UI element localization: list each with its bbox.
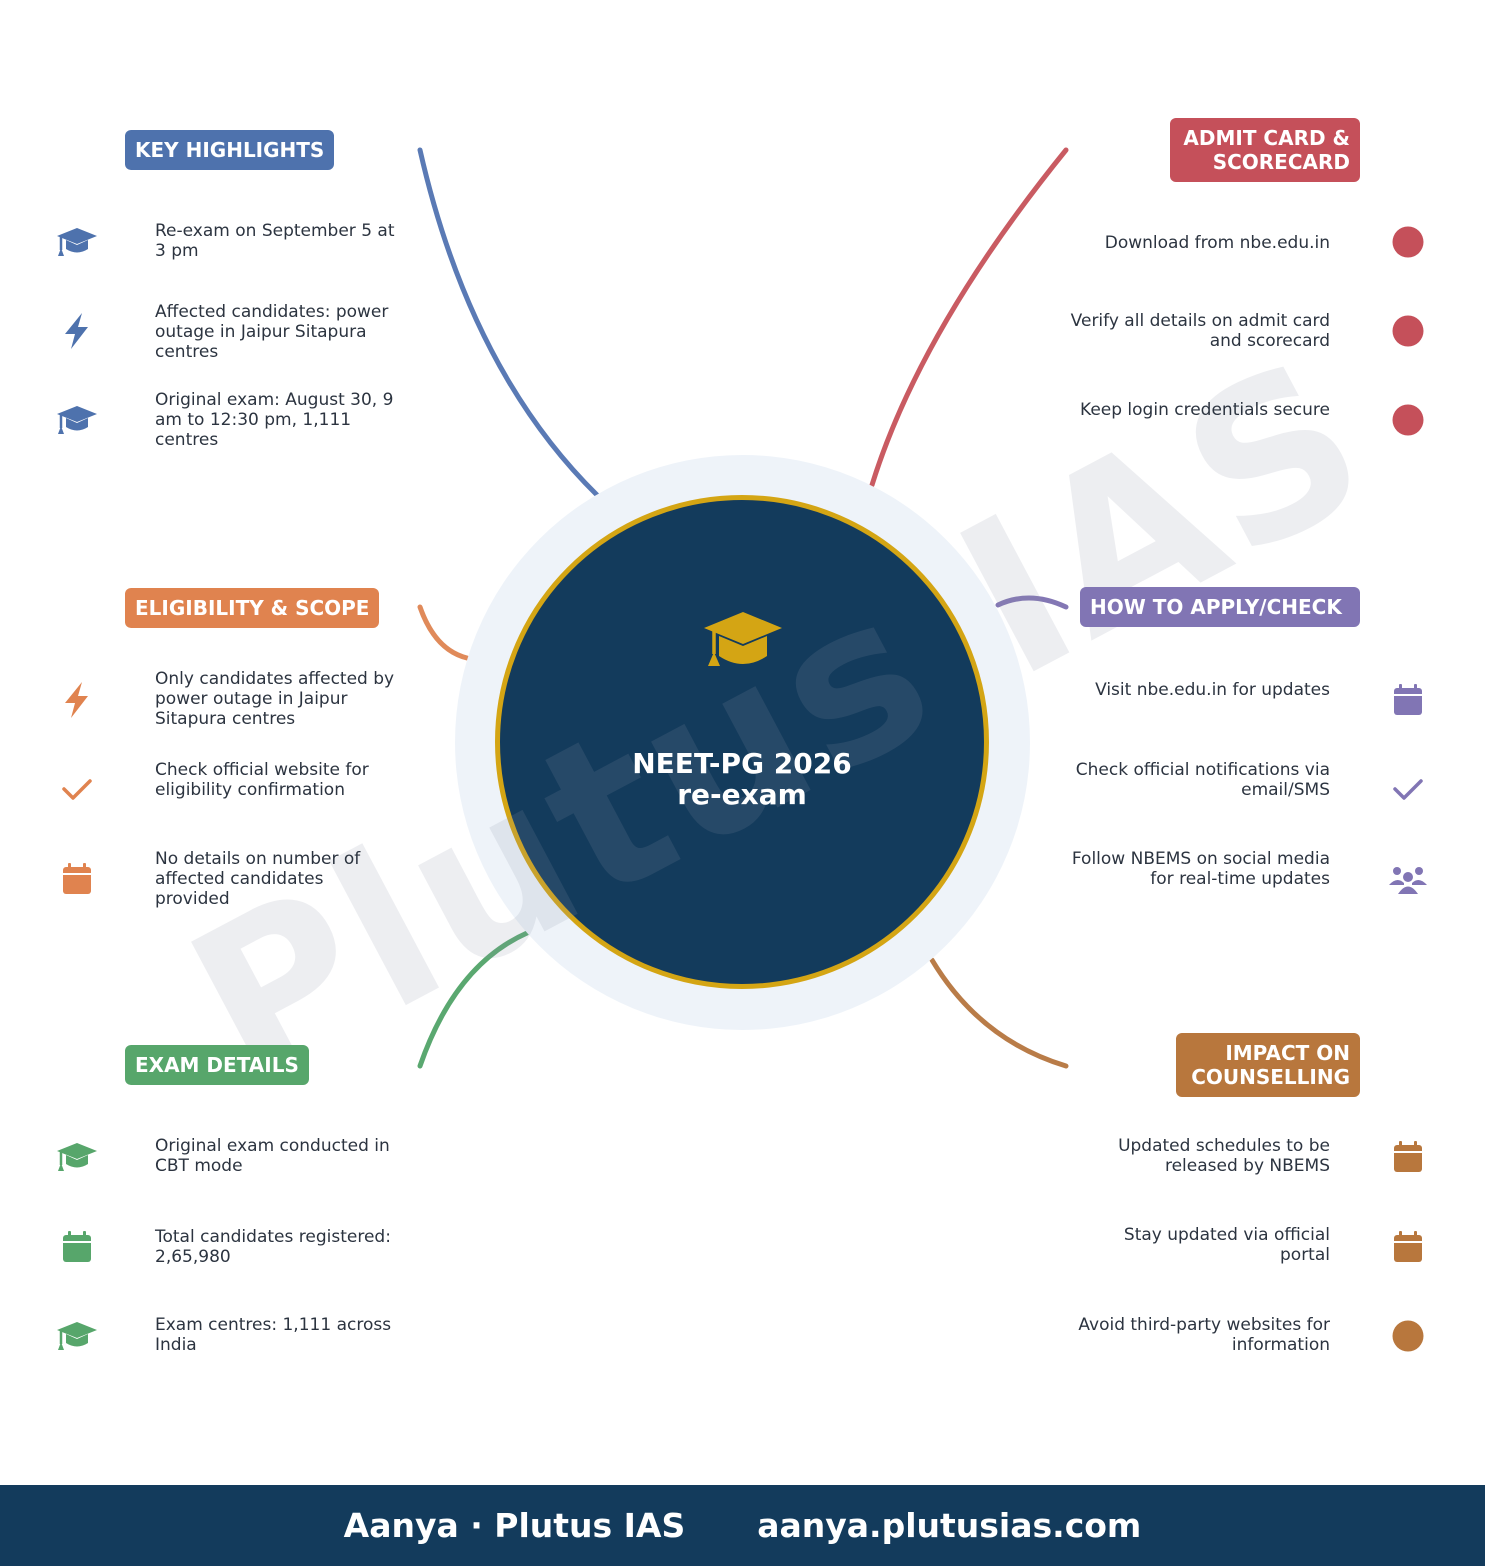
checkmark-icon	[1386, 767, 1430, 811]
list-item: Total candidates registered: 2,65,980	[155, 1227, 391, 1267]
category-eligibility: ELIGIBILITY & SCOPE	[125, 588, 380, 628]
lightning-bolt-icon	[55, 309, 99, 353]
circle-dot-icon	[1386, 398, 1430, 442]
list-item: Check official notifications via email/S…	[1075, 760, 1330, 800]
connector-impact	[929, 957, 1069, 1069]
graduation-cap-icon	[55, 398, 99, 442]
category-exam-details-label: EXAM DETAILS	[135, 1053, 299, 1077]
list-item: Verify all details on admit card and sco…	[1070, 311, 1330, 351]
calendar-icon	[1386, 1135, 1430, 1179]
list-item: Stay updated via official portal	[1123, 1225, 1330, 1265]
hub-title-line-1: NEET-PG 2026	[632, 747, 852, 780]
circle-dot-icon	[1386, 220, 1430, 264]
list-item: Original exam: August 30, 9 am to 12:30 …	[155, 390, 394, 450]
category-admit-card-label-line-2: SCORECARD	[1212, 150, 1350, 174]
hub-title-line-2: re-exam	[677, 778, 807, 811]
list-item: Exam centres: 1,111 across India	[155, 1315, 392, 1355]
calendar-icon	[55, 857, 99, 901]
calendar-icon	[1386, 1225, 1430, 1269]
graduation-cap-icon	[55, 1135, 99, 1179]
list-item: Updated schedules to be released by NBEM…	[1118, 1136, 1330, 1176]
category-exam-details: EXAM DETAILS	[125, 1045, 309, 1085]
category-impact-label-line-1: IMPACT ON	[1225, 1041, 1350, 1065]
calendar-icon	[1386, 678, 1430, 722]
connector-eligibility	[417, 604, 470, 661]
users-group-icon	[1386, 857, 1430, 901]
category-impact: IMPACT ON COUNSELLING	[1176, 1033, 1360, 1097]
list-item: Original exam conducted in CBT mode	[155, 1136, 390, 1176]
circle-dot-icon	[1386, 1314, 1430, 1358]
category-eligibility-label: ELIGIBILITY & SCOPE	[135, 596, 370, 620]
category-how-to-apply: HOW TO APPLY/CHECK	[1080, 587, 1360, 627]
category-admit-card-label-line-1: ADMIT CARD &	[1183, 126, 1350, 150]
circle-dot-icon	[1386, 309, 1430, 353]
footer-bar: Aanya · Plutus IAS aanya.plutusias.com	[0, 1485, 1485, 1566]
category-impact-label-line-2: COUNSELLING	[1191, 1065, 1350, 1089]
calendar-icon	[55, 1225, 99, 1269]
connector-key-highlights	[417, 147, 600, 498]
graduation-cap-icon	[702, 610, 784, 670]
category-how-to-apply-label: HOW TO APPLY/CHECK	[1090, 595, 1342, 619]
footer-brand: Aanya · Plutus IAS	[343, 1506, 686, 1545]
list-item: Keep login credentials secure	[1080, 400, 1330, 420]
list-item: Visit nbe.edu.in for updates	[1095, 680, 1330, 700]
hub-title: NEET-PG 2026 re-exam	[552, 748, 932, 810]
central-hub	[495, 495, 989, 989]
graduation-cap-icon	[55, 1314, 99, 1358]
list-item: Follow NBEMS on social media for real-ti…	[1071, 849, 1330, 889]
connector-exam-details	[417, 930, 530, 1069]
list-item: Affected candidates: power outage in Jai…	[155, 302, 389, 362]
category-key-highlights: KEY HIGHLIGHTS	[125, 130, 335, 170]
list-item: Download from nbe.edu.in	[1104, 233, 1330, 253]
list-item: Re-exam on September 5 at 3 pm	[155, 221, 395, 261]
list-item: Check official website for eligibility c…	[155, 760, 369, 800]
connector-how-to-apply	[995, 595, 1069, 610]
list-item: Only candidates affected by power outage…	[155, 669, 395, 729]
category-key-highlights-label: KEY HIGHLIGHTS	[135, 138, 325, 162]
list-item: No details on number of affected candida…	[155, 849, 361, 909]
footer-url[interactable]: aanya.plutusias.com	[757, 1506, 1142, 1545]
graduation-cap-icon	[55, 220, 99, 264]
lightning-bolt-icon	[55, 678, 99, 722]
checkmark-icon	[55, 767, 99, 811]
list-item: Avoid third-party websites for informati…	[1078, 1315, 1330, 1355]
connector-admit-card	[869, 147, 1069, 488]
category-admit-card: ADMIT CARD & SCORECARD	[1170, 118, 1360, 182]
